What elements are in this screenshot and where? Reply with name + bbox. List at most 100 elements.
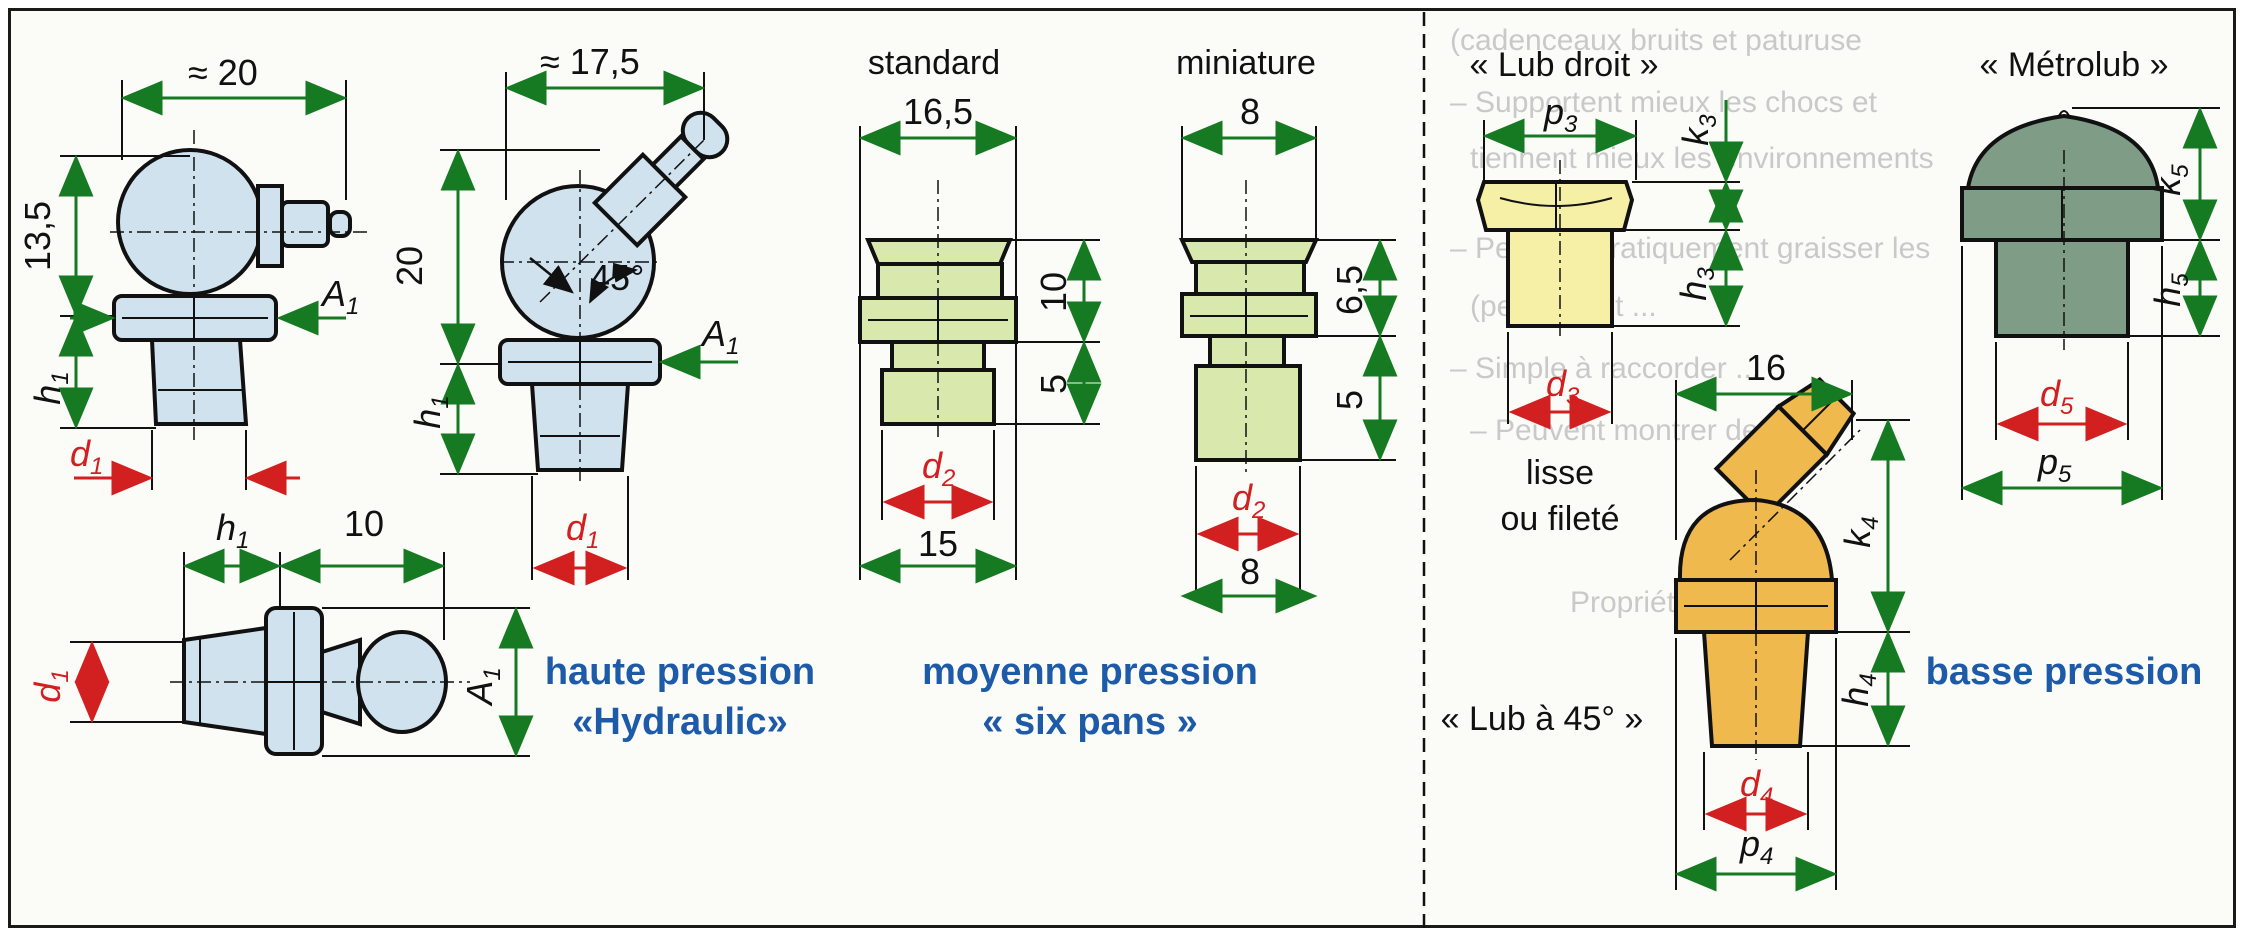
standard-thread-height: 5 [1033, 374, 1074, 394]
lub-droit-p-sub: 3 [1564, 111, 1578, 138]
svg-text:d4: d4 [1740, 763, 1773, 810]
horizontal-length-label: 10 [344, 503, 384, 544]
miniature-d-label: d [1232, 477, 1253, 518]
metrolub-title: « Métrolub » [1980, 46, 2169, 84]
lub-45-k-label: k [1837, 528, 1878, 548]
lub-45-h-label: h [1835, 687, 1876, 707]
svg-text:h1: h1 [407, 395, 454, 428]
svg-text:h1: h1 [27, 371, 74, 404]
side-hex [256, 184, 284, 268]
cap [865, 238, 1013, 266]
metrolub-k-sub: 5 [2167, 164, 2194, 178]
cap [1178, 238, 1320, 264]
svg-text:p3: p3 [1543, 91, 1578, 138]
angled-hydraulic-nipple: 45° [498, 110, 730, 486]
lub-45-d-sub: 4 [1760, 783, 1773, 810]
svg-text:d1: d1 [70, 433, 103, 480]
straight-d-sub: 1 [90, 453, 103, 480]
angled-h-label: h [407, 409, 448, 429]
lub-droit-p-label: p [1543, 91, 1564, 132]
lub-45-h-sub: 4 [1855, 673, 1882, 686]
lub-45-d-label: d [1740, 763, 1761, 804]
lub-droit-d-sub: 3 [1566, 383, 1580, 410]
straight-height-label: 13,5 [17, 201, 58, 271]
lub-45-width: 16 [1746, 347, 1786, 388]
straight-dimensions: ≈ 20 13,5 h1 A1 d1 [17, 52, 359, 496]
dome-cap [1965, 113, 2161, 190]
background-line: (cadenceaux bruits et paturuse [1450, 24, 1862, 57]
horizontal-h-sub: 1 [236, 527, 249, 554]
svg-text:A1: A1 [459, 667, 506, 706]
hydraulic-caption: «Hydraulic» [572, 701, 787, 743]
miniature-bottom-width: 8 [1240, 551, 1260, 592]
standard-top-width: 16,5 [903, 91, 973, 132]
svg-text:h5: h5 [2147, 273, 2194, 307]
standard-dimensions: 16,5 10 5 d2 15 [858, 91, 1102, 584]
threaded-shank [149, 338, 249, 426]
straight-hydraulic-nipple [110, 130, 370, 440]
basse-pression-caption: basse pression [1926, 651, 2203, 693]
standard-title: standard [868, 44, 1000, 82]
svg-text:d3: d3 [1546, 363, 1580, 410]
miniature-six-pans-nipple [1178, 180, 1320, 476]
lub-droit-nipple [1475, 160, 1635, 340]
background-line: – Simple à raccorder ... [1450, 352, 1760, 385]
svg-text:A1: A1 [320, 273, 359, 320]
horizontal-hex-sub: 1 [479, 667, 506, 680]
background-line: – Supportent mieux les chocs et [1450, 86, 1878, 119]
angled-hex-sub: 1 [726, 333, 739, 360]
standard-d-sub: 2 [941, 465, 955, 492]
lub-droit-d-label: d [1546, 363, 1567, 404]
lub-droit-k-label: k [1675, 126, 1716, 146]
svg-text:h4: h4 [1835, 673, 1882, 706]
thread [1194, 364, 1302, 462]
straight-d-label: d [70, 433, 91, 474]
standard-six-pans-nipple [858, 180, 1018, 440]
body [1994, 238, 2130, 338]
threaded-shank [182, 625, 268, 737]
straight-width-label: ≈ 20 [188, 52, 258, 93]
lub-droit-note-2: ou fileté [1500, 500, 1619, 538]
angle-label: 45° [590, 257, 644, 298]
svg-text:p4: p4 [1739, 823, 1773, 870]
angled-d-sub: 1 [586, 527, 599, 554]
svg-text:k5: k5 [2147, 164, 2194, 196]
straight-h-label: h [27, 385, 68, 405]
standard-head-height: 10 [1033, 272, 1074, 312]
lub-droit-note-1: lisse [1526, 454, 1594, 492]
lub-droit-title: « Lub droit » [1469, 46, 1658, 84]
horizontal-d-sub: 1 [47, 669, 74, 682]
metrolub-k-label: k [2147, 176, 2188, 196]
metrolub-dimensions: k5 h5 d5 p5 [1960, 106, 2220, 506]
svg-text:h3: h3 [1673, 267, 1720, 301]
angled-d-label: d [566, 507, 587, 548]
miniature-d-sub: 2 [1251, 497, 1265, 524]
lub-droit-dimensions: p3 k3 h3 d3 lisse ou fileté [1482, 91, 1744, 538]
angled-h-sub: 1 [427, 395, 454, 408]
straight-hex-sub: 1 [346, 293, 359, 320]
lub-droit-h-label: h [1673, 281, 1714, 301]
lub-45-p-label: p [1739, 823, 1760, 864]
diagram-frame [8, 8, 2236, 928]
miniature-dimensions: 8 6,5 5 d2 8 [1180, 91, 1398, 614]
angled-width-label: ≈ 17,5 [540, 41, 640, 82]
horizontal-hydraulic-nipple [170, 606, 470, 756]
haute-pression-caption: haute pression [545, 651, 815, 693]
svg-text:d2: d2 [922, 445, 955, 492]
standard-bottom-width: 15 [918, 523, 958, 564]
svg-text:d2: d2 [1232, 477, 1265, 524]
lub-45-nipple [1674, 377, 1861, 760]
metrolub-h-label: h [2147, 287, 2188, 307]
lub-45-dimensions: 16 k4 h4 d4 p4 [1674, 347, 1910, 892]
svg-text:d5: d5 [2040, 373, 2074, 420]
ball-body [1677, 497, 1835, 582]
horizontal-hex-label: A [459, 681, 500, 707]
svg-text:d1: d1 [27, 669, 74, 702]
lub-droit-h-sub: 3 [1693, 267, 1720, 281]
ball-head [116, 148, 264, 296]
svg-text:d1: d1 [566, 507, 599, 554]
lub-45-k-sub: 4 [1857, 516, 1884, 529]
miniature-head-height: 6,5 [1329, 265, 1370, 315]
horizontal-h-label: h [216, 507, 236, 548]
